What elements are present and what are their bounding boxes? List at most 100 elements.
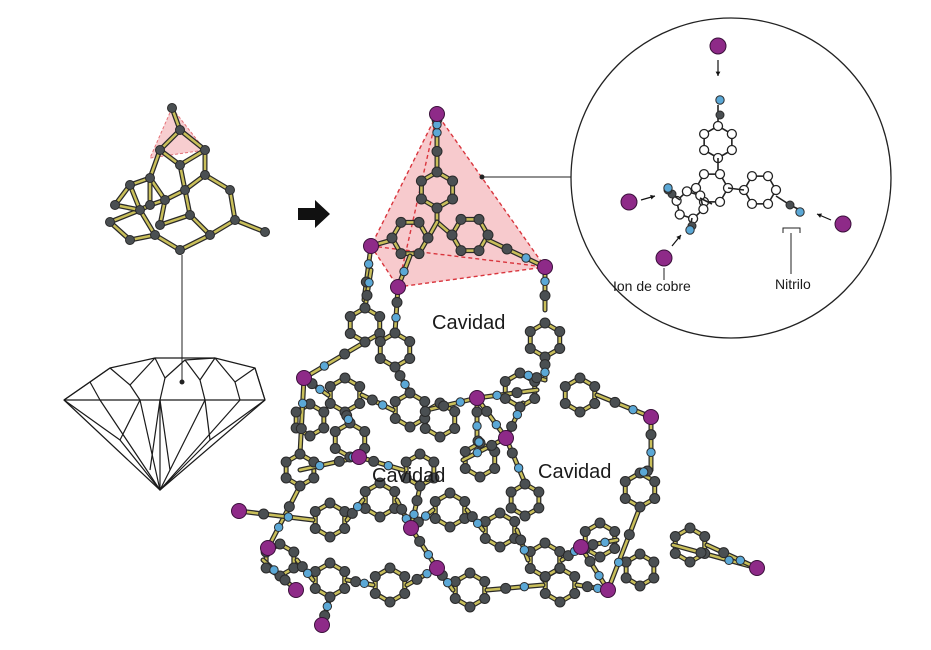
carbon-atom bbox=[359, 426, 371, 437]
carbon-atom bbox=[505, 486, 517, 498]
carbon-atom bbox=[339, 566, 351, 577]
carbon-atom bbox=[359, 302, 371, 314]
carbon-atom bbox=[150, 230, 160, 240]
carbon-atom bbox=[135, 205, 145, 215]
nitrogen-atom bbox=[400, 379, 410, 390]
carbon-atom bbox=[489, 463, 501, 474]
carbon-atom bbox=[695, 547, 707, 559]
carbon-atom bbox=[368, 455, 380, 467]
carbon-atom bbox=[344, 311, 356, 322]
carbon-atom bbox=[374, 477, 386, 489]
carbon-atom bbox=[155, 145, 165, 155]
carbon-atom bbox=[369, 571, 381, 582]
white-atom bbox=[770, 184, 782, 196]
carbon-atom bbox=[414, 480, 426, 492]
carbon-atom bbox=[200, 170, 210, 180]
carbon-atom bbox=[506, 447, 518, 459]
carbon-atom bbox=[645, 429, 657, 441]
carbon-atom bbox=[309, 523, 321, 534]
carbon-atom bbox=[438, 400, 450, 412]
copper-atom bbox=[231, 503, 247, 519]
ligand-molecule bbox=[620, 37, 852, 280]
copper-atom bbox=[390, 279, 406, 295]
carbon-atom bbox=[145, 173, 155, 183]
carbon-atom bbox=[473, 245, 485, 257]
arrow-head-icon bbox=[817, 213, 822, 218]
carbon-atom bbox=[684, 522, 696, 534]
carbon-atom bbox=[394, 370, 406, 382]
carbon-atom bbox=[324, 591, 336, 603]
carbon-atom bbox=[554, 596, 566, 608]
nitrogen-atom bbox=[383, 460, 394, 471]
carbon-atom bbox=[587, 539, 599, 551]
carbon-atom bbox=[539, 571, 551, 582]
carbon-atom bbox=[391, 296, 403, 308]
carbon-atom bbox=[509, 516, 521, 527]
carbon-atom bbox=[479, 576, 491, 587]
white-atom bbox=[690, 182, 702, 194]
carbon-atom bbox=[447, 175, 459, 187]
nitrogen-atom bbox=[352, 501, 363, 512]
copper-atom bbox=[643, 409, 659, 425]
carbon-atom bbox=[354, 398, 366, 409]
carbon-atom bbox=[539, 588, 551, 599]
nitrogen-atom bbox=[540, 367, 550, 378]
arrow-head-icon bbox=[676, 235, 681, 240]
white-atom bbox=[726, 128, 738, 140]
white-atom bbox=[698, 144, 710, 156]
carbon-atom bbox=[415, 193, 427, 205]
nitrogen-atom bbox=[735, 555, 746, 566]
carbon-atom bbox=[414, 448, 426, 460]
carbon-atom bbox=[429, 496, 441, 507]
carbon-atom bbox=[494, 541, 506, 553]
carbon-atom bbox=[304, 430, 316, 442]
carbon-atom bbox=[466, 511, 478, 523]
carbon-atom bbox=[473, 213, 485, 225]
carbon-atom bbox=[167, 103, 177, 113]
carbon-atom bbox=[519, 510, 531, 522]
carbon-atom bbox=[669, 531, 681, 542]
carbon-atom bbox=[333, 455, 345, 467]
carbon-atom bbox=[634, 548, 646, 560]
bond-fill bbox=[158, 213, 192, 227]
nitrogen-atom bbox=[594, 570, 604, 581]
carbon-atom bbox=[684, 556, 696, 568]
carbon-atom bbox=[344, 328, 356, 339]
copper-ion-label: Ion de cobre bbox=[613, 278, 691, 294]
carbon-atom bbox=[581, 581, 593, 593]
carbon-atom bbox=[559, 398, 571, 409]
carbon-atom bbox=[444, 487, 456, 499]
bond-fill bbox=[178, 233, 212, 252]
carbon-atom bbox=[434, 431, 446, 443]
nitrogen-atom bbox=[523, 370, 534, 381]
carbon-atom bbox=[533, 486, 545, 498]
white-atom bbox=[695, 190, 706, 201]
carbon-atom bbox=[428, 472, 440, 484]
nitrogen-atom bbox=[315, 384, 325, 395]
copper-atom bbox=[469, 390, 485, 406]
carbon-atom bbox=[384, 596, 396, 608]
carbon-atom bbox=[230, 215, 240, 225]
nitrogen-atom bbox=[540, 276, 550, 287]
carbon-atom bbox=[554, 562, 566, 574]
carbon-atom bbox=[539, 537, 551, 549]
white-atom bbox=[698, 128, 710, 140]
nitrogen-atom bbox=[322, 601, 333, 612]
diamond-gem-icon bbox=[63, 357, 266, 491]
lattice-to-gem-dot bbox=[179, 379, 185, 385]
carbon-atom bbox=[339, 348, 351, 360]
copper-atom bbox=[620, 193, 638, 211]
carbon-atom bbox=[294, 448, 306, 460]
carbon-atom bbox=[374, 311, 386, 322]
cavity-label-left: Cavidad bbox=[372, 465, 445, 487]
carbon-atom bbox=[339, 583, 351, 594]
bond-fill bbox=[233, 218, 267, 234]
carbon-atom bbox=[386, 232, 398, 244]
carbon-atom bbox=[359, 486, 371, 497]
copper-atom bbox=[573, 539, 589, 555]
carbon-atom bbox=[620, 572, 632, 584]
arrow-head-icon bbox=[650, 194, 655, 200]
carbon-atom bbox=[339, 372, 351, 384]
nitrogen-atom bbox=[377, 400, 388, 410]
